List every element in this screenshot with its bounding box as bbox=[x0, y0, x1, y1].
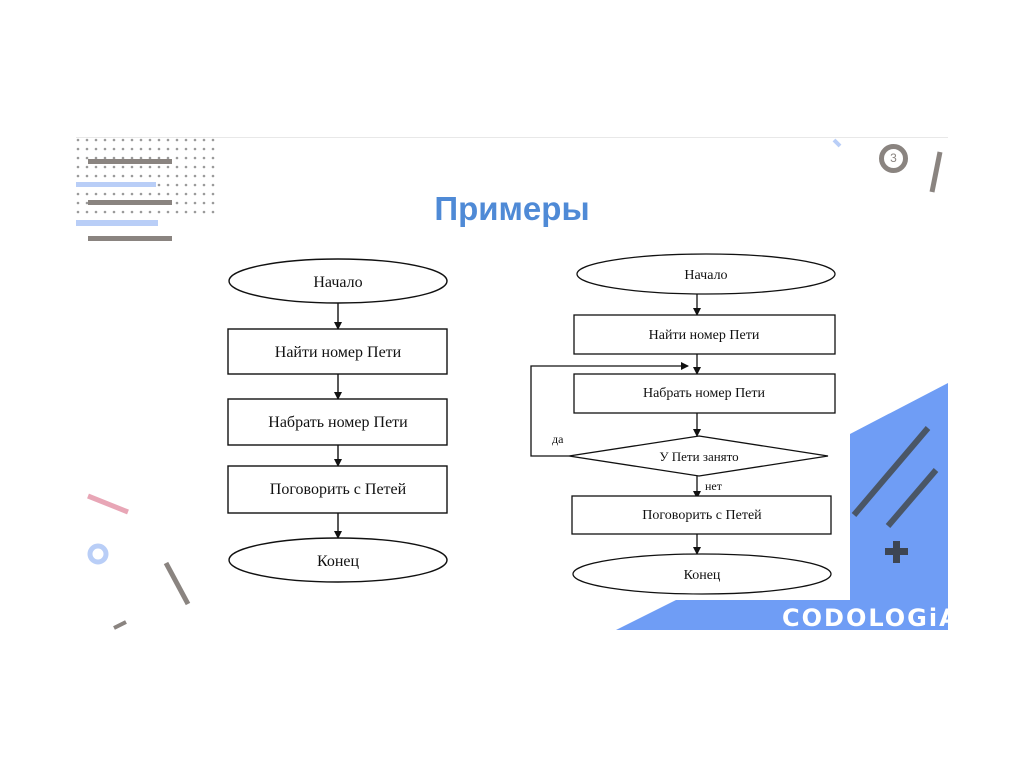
flowchart-diagram: Начало Найти номер Пети Набрать номер Пе… bbox=[76, 138, 948, 630]
no-label: нет bbox=[705, 479, 723, 493]
brand-logo: CODOLOGiA bbox=[782, 604, 948, 630]
yes-label: да bbox=[552, 432, 564, 446]
process-label: Поговорить с Петей bbox=[270, 481, 407, 498]
end-label: Конец bbox=[317, 553, 360, 570]
process-label: Набрать номер Пети bbox=[643, 386, 766, 401]
end-label: Конец bbox=[684, 568, 721, 583]
simple-flowchart: Начало Найти номер Пети Набрать номер Пе… bbox=[228, 259, 447, 582]
process-label: Поговорить с Петей bbox=[642, 508, 762, 523]
slide: 3 Примеры Начало Найти номер Пети bbox=[76, 137, 948, 630]
process-label: Найти номер Пети bbox=[275, 344, 402, 361]
process-label: Набрать номер Пети bbox=[268, 414, 408, 431]
start-label: Начало bbox=[684, 268, 727, 283]
process-label: Найти номер Пети bbox=[649, 328, 760, 343]
loop-flowchart: Начало Найти номер Пети Набрать номер Пе… bbox=[531, 254, 835, 594]
start-label: Начало bbox=[313, 274, 362, 291]
decision-label: У Пети занято bbox=[659, 449, 738, 464]
